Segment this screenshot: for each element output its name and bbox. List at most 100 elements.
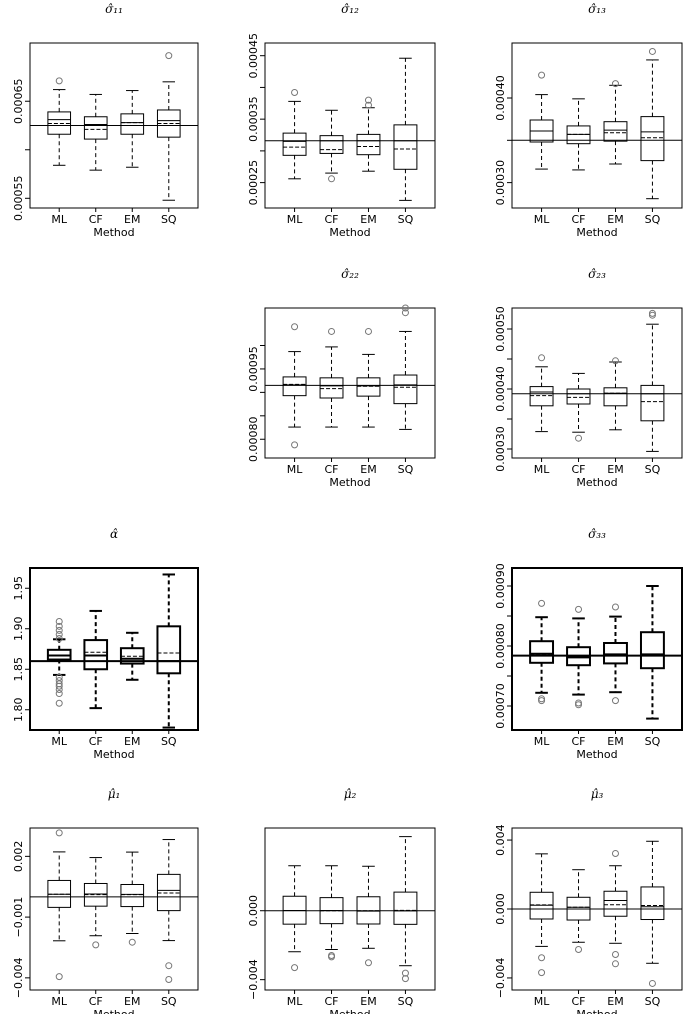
- iqr-box: [529, 386, 554, 407]
- y-tick-label: 0.00035: [247, 96, 260, 141]
- outlier-point: [55, 973, 63, 981]
- box-EM: [120, 90, 145, 168]
- x-tick-label: ML: [51, 213, 67, 226]
- outlier-point: [364, 959, 372, 967]
- box-ML: [282, 323, 307, 449]
- y-tick-label: −0.004: [494, 958, 507, 999]
- box-CF: [319, 865, 344, 961]
- x-tick-label: CF: [89, 995, 103, 1008]
- iqr-box: [529, 640, 555, 664]
- iqr-box: [603, 121, 628, 142]
- y-tick-label: 0.004: [494, 824, 507, 856]
- panel-title: σ̂₂₂: [341, 267, 359, 281]
- x-axis-label: Method: [576, 226, 617, 239]
- y-tick-label: 0.002: [12, 841, 25, 873]
- y-tick-label: 1.95: [12, 576, 25, 601]
- outlier-point: [128, 938, 136, 946]
- x-tick-label: ML: [534, 463, 550, 476]
- x-axis-label: Method: [93, 748, 134, 761]
- x-tick-label: CF: [572, 463, 586, 476]
- box-EM: [356, 96, 381, 172]
- x-tick-label: EM: [360, 995, 376, 1008]
- x-tick-label: CF: [325, 463, 339, 476]
- iqr-box: [603, 890, 628, 917]
- x-tick-label: EM: [607, 463, 623, 476]
- outlier-point: [55, 630, 63, 638]
- x-tick-label: CF: [89, 213, 103, 226]
- box-CF: [319, 327, 344, 428]
- x-tick-label: ML: [51, 995, 67, 1008]
- box-EM: [356, 327, 381, 428]
- outlier-point: [55, 622, 63, 630]
- box-SQ: [393, 304, 418, 430]
- x-axis-label: Method: [329, 476, 370, 489]
- x-axis-label: Method: [329, 226, 370, 239]
- x-tick-label: SQ: [161, 213, 177, 226]
- box-ML: [529, 71, 554, 170]
- box-ML: [282, 89, 307, 180]
- box-ML: [529, 354, 554, 433]
- x-tick-label: EM: [607, 213, 623, 226]
- iqr-box: [356, 133, 381, 156]
- x-tick-label: EM: [360, 213, 376, 226]
- panel-title: σ̂₁₁: [105, 2, 123, 16]
- outlier-point: [364, 101, 372, 109]
- x-axis-label: Method: [576, 476, 617, 489]
- box-SQ: [393, 836, 418, 983]
- y-tick-label: 1.80: [12, 698, 25, 723]
- box-SQ: [640, 309, 665, 452]
- outlier-point: [165, 52, 173, 60]
- panel-title: σ̂₃₃: [588, 527, 606, 541]
- outlier-point: [611, 357, 619, 365]
- iqr-box: [640, 384, 665, 422]
- iqr-box: [393, 374, 418, 405]
- iqr-box: [319, 377, 344, 399]
- outlier-point: [538, 969, 546, 977]
- outlier-point: [291, 89, 299, 96]
- box-ML: [47, 77, 72, 166]
- outlier-point: [165, 975, 173, 983]
- box-ML: [529, 599, 555, 705]
- iqr-box: [566, 388, 591, 405]
- outlier-point: [611, 603, 619, 611]
- panel-title: σ̂₁₃: [588, 2, 606, 16]
- outlier-point: [538, 954, 546, 962]
- y-tick-label: 0.00065: [12, 78, 25, 124]
- outlier-point: [538, 599, 546, 607]
- plot-frame: [511, 567, 683, 731]
- iqr-box: [282, 132, 307, 156]
- x-tick-label: CF: [325, 995, 339, 1008]
- box-ML: [529, 853, 554, 977]
- panel-title: σ̂₁₂: [341, 2, 359, 16]
- outlier-point: [611, 950, 619, 958]
- panel-title: α̂: [110, 527, 118, 541]
- y-tick-label: 0.00080: [247, 417, 260, 463]
- outlier-point: [611, 80, 619, 88]
- outlier-point: [328, 952, 336, 960]
- y-tick-label: 0.00030: [494, 160, 507, 206]
- box-SQ: [393, 57, 418, 201]
- y-tick-label: 0.00095: [247, 346, 260, 392]
- outlier-point: [55, 634, 63, 642]
- box-CF: [566, 869, 591, 953]
- box-ML: [282, 865, 307, 972]
- outlier-point: [538, 697, 546, 705]
- box-EM: [603, 850, 628, 968]
- outlier-point: [401, 975, 409, 983]
- box-EM: [120, 851, 145, 946]
- y-tick-label: 0.00045: [247, 33, 260, 79]
- y-tick-label: 0.000: [494, 893, 507, 925]
- x-tick-label: SQ: [398, 463, 414, 476]
- outlier-point: [55, 77, 63, 85]
- iqr-box: [603, 642, 628, 665]
- x-tick-label: SQ: [161, 735, 177, 748]
- x-axis-label: Method: [576, 748, 617, 761]
- y-tick-label: 0.00080: [494, 623, 507, 669]
- outlier-point: [575, 605, 583, 613]
